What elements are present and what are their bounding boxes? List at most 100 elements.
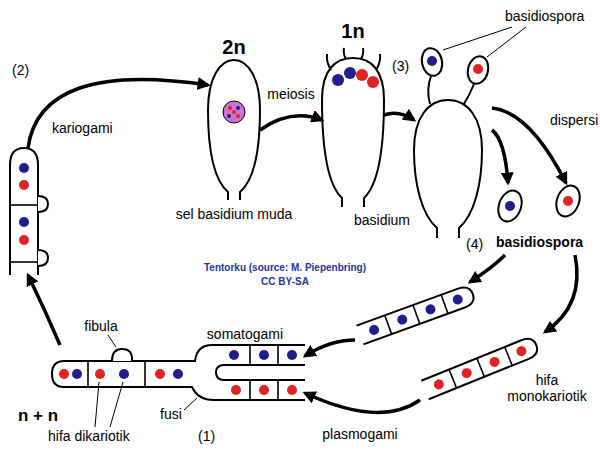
nucleus <box>232 110 236 114</box>
shape-part <box>38 250 48 266</box>
septum <box>277 380 279 400</box>
nucleus <box>427 56 437 66</box>
nucleus <box>19 235 29 245</box>
leader-line <box>428 76 431 104</box>
nucleus <box>72 369 82 379</box>
septum <box>144 361 146 387</box>
cycle-arrow <box>28 275 60 345</box>
callout-number: (1) <box>198 428 215 444</box>
cycle-arrow <box>384 113 414 120</box>
callout-number: (4) <box>466 236 483 252</box>
edge-label: meiosis <box>265 86 316 102</box>
node-label: basidium <box>354 212 410 228</box>
shape-part <box>10 148 38 275</box>
nucleus <box>236 114 240 118</box>
nucleus <box>259 385 269 395</box>
leader-line <box>464 84 474 104</box>
nucleus <box>396 313 409 326</box>
cycle-arrow <box>305 393 420 412</box>
leader-line <box>487 27 526 57</box>
shape-part <box>465 54 491 86</box>
shape-part <box>414 100 482 238</box>
nucleus <box>488 355 501 368</box>
leader-line <box>110 382 123 427</box>
septum <box>277 345 279 365</box>
node-label: basidiospora <box>496 234 583 250</box>
node-label: hifa monokariotik <box>499 372 595 404</box>
cycle-arrow <box>470 255 505 282</box>
nucleus <box>287 350 297 360</box>
nucleus <box>59 369 69 379</box>
nucleus <box>344 67 356 79</box>
cycle-arrow <box>492 130 508 183</box>
leader-line <box>361 48 363 59</box>
nucleus <box>228 106 232 110</box>
nucleus <box>95 369 105 379</box>
cycle-arrow <box>260 116 322 130</box>
nucleus <box>460 367 473 380</box>
leader-line <box>95 382 99 427</box>
cycle-arrow <box>305 340 355 356</box>
septum <box>505 347 512 366</box>
leader-line <box>376 54 380 70</box>
meiotic-basidium <box>322 48 384 207</box>
young-basidium <box>208 60 260 200</box>
node-label: sel basidium muda <box>176 206 293 222</box>
septum <box>10 261 38 263</box>
leader-line <box>344 48 346 59</box>
nucleus <box>432 378 445 391</box>
hypha-vertical <box>10 148 48 275</box>
nucleus <box>473 64 483 74</box>
shape-part <box>419 46 444 78</box>
node-label: hifa dikariotik <box>48 428 130 444</box>
shape-part <box>216 365 305 380</box>
septum <box>449 369 456 388</box>
nucleus <box>368 323 381 336</box>
septum <box>249 380 251 400</box>
leader-line <box>327 54 331 70</box>
shape-part <box>208 60 260 200</box>
nucleus <box>119 369 129 379</box>
young-basidium-cell: 2nsel basidium muda <box>208 60 260 200</box>
leader-line <box>184 398 197 410</box>
nucleus <box>451 293 464 306</box>
node-label: 1n <box>341 20 364 43</box>
cycle-arrow <box>545 255 577 332</box>
nucleus <box>287 385 297 395</box>
karyogamy-hypha: kariogami <box>8 148 48 275</box>
cycle-arrow <box>28 79 208 148</box>
mono-hypha-blue <box>357 285 477 345</box>
node-label: somatogami <box>207 326 283 342</box>
edge-label: dispersi <box>548 112 600 128</box>
shape-part <box>552 182 584 220</box>
meiotic-basidium: 1n <box>322 52 384 207</box>
dikaryotic-hypha <box>52 335 305 427</box>
leader-line <box>108 335 116 347</box>
septum <box>477 358 484 377</box>
node-label: fibula <box>84 318 117 334</box>
nucleus <box>223 101 245 123</box>
shape-part <box>322 58 384 207</box>
nucleus <box>367 76 379 88</box>
leader-line <box>443 27 512 50</box>
nucleus <box>229 350 239 360</box>
dikaryotic-hypha: somatogamifibulan + nhifa dikariotikfusi <box>52 345 305 400</box>
nucleus <box>173 369 183 379</box>
callout-number: (2) <box>12 62 29 78</box>
septum <box>413 305 420 324</box>
nucleus <box>505 201 515 211</box>
monokaryotic-hyphae: hifa monokariotik <box>355 282 545 400</box>
node-label: n + n <box>18 406 58 426</box>
node-label: 2n <box>222 36 245 59</box>
shape-part <box>494 187 526 225</box>
septum <box>385 315 392 334</box>
nucleus <box>356 69 368 81</box>
basidiospores: basidiospora <box>496 183 588 255</box>
node-label: kariogami <box>52 120 113 136</box>
shape-part <box>38 196 48 212</box>
callout-number: (3) <box>392 58 409 74</box>
nucleus <box>227 114 231 118</box>
watermark: Tentorku (source: M. Piepenbring) <box>204 262 366 274</box>
nucleus <box>155 369 165 379</box>
